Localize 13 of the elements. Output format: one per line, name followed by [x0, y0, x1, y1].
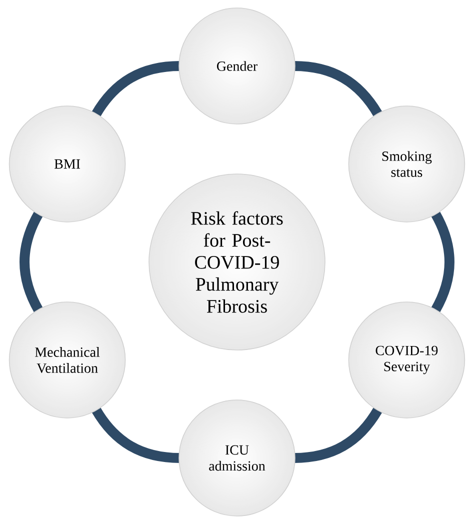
- circle-node: Gender: [178, 8, 296, 124]
- ring-segment: [92, 61, 180, 118]
- ring-segment: [430, 211, 454, 313]
- circle-node: Risk factors for Post-COVID-19 Pulmonary Fibrosis: [148, 174, 326, 350]
- circle-node: ICU admission: [178, 400, 296, 516]
- ring-segment: [294, 406, 382, 463]
- circle-node: Smoking status: [348, 106, 466, 222]
- ring-segment: [294, 61, 382, 118]
- circle-node: COVID-19 Severity: [348, 302, 466, 418]
- ring-segment: [20, 211, 44, 313]
- ring-segment: [92, 406, 180, 463]
- circle-node: Mechanical Ventilation: [8, 302, 126, 418]
- circle-node: BMI: [8, 106, 126, 222]
